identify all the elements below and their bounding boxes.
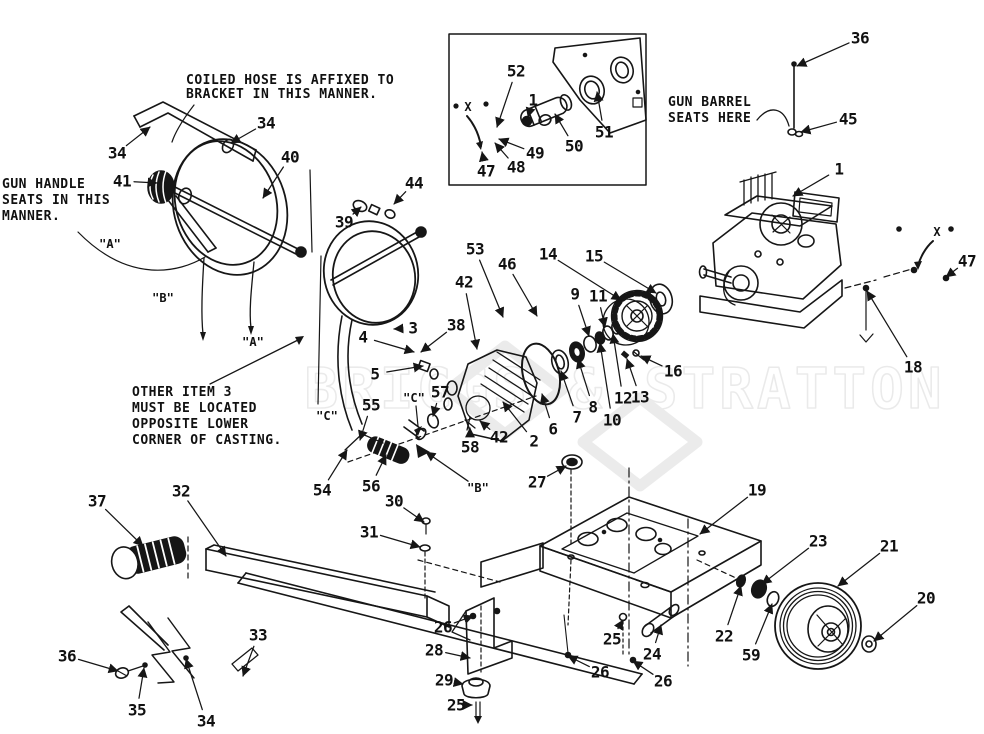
leader-line-7 — [559, 370, 574, 407]
leader-line-57 — [430, 402, 441, 417]
leader-line-8 — [576, 358, 591, 397]
leader-line-4 — [373, 339, 415, 355]
watermark: BRIGGS & STRATTON — [304, 340, 945, 492]
leader-line-13 — [625, 358, 637, 387]
leader-line-53 — [478, 259, 505, 318]
leader-line-45 — [800, 121, 838, 135]
wheel-assembly — [696, 559, 877, 670]
base-plate — [419, 454, 762, 667]
leader-line-9 — [578, 304, 591, 337]
gun-handle-assembly — [77, 101, 257, 341]
leader-line-52 — [495, 81, 513, 128]
leader-line-26 — [567, 655, 590, 668]
leaf-spring — [114, 605, 259, 684]
leader-line-48 — [494, 142, 509, 159]
gun-barrel-rod — [756, 61, 804, 138]
leader-line-47 — [945, 267, 959, 278]
leader-line-12 — [609, 333, 622, 387]
leader-line-27 — [546, 465, 567, 477]
leader-line-14 — [557, 259, 622, 301]
leader-line-18 — [866, 290, 908, 358]
leader-line-56 — [375, 454, 387, 476]
leader-line-34 — [184, 658, 203, 711]
grommet — [561, 454, 583, 470]
handle-grip — [110, 536, 187, 580]
leader-line-33 — [241, 645, 255, 677]
leader-line-42 — [479, 420, 491, 431]
leader-line-39 — [350, 206, 362, 217]
leader-line-B — [425, 451, 469, 482]
leader-line-50 — [554, 113, 569, 137]
leader-line-46 — [512, 273, 538, 317]
leader-line-26 — [632, 660, 654, 675]
leader-line-32 — [187, 500, 227, 557]
right-datum-mark — [896, 226, 954, 282]
leader-line-29 — [452, 677, 464, 688]
inset-detail-box — [448, 33, 647, 186]
leader-line-6 — [540, 393, 551, 419]
leader-line-1 — [525, 106, 536, 118]
leader-line-44 — [393, 191, 407, 205]
leader-line-20 — [873, 604, 918, 642]
leader-line-36 — [796, 42, 850, 67]
leader-line-54 — [327, 449, 348, 481]
leader-line-47 — [478, 151, 489, 163]
leader-line-26 — [453, 614, 474, 624]
leader-line-30 — [403, 507, 425, 523]
leader-line-21 — [837, 552, 881, 587]
axle-pin — [641, 603, 680, 638]
leader-line-1 — [792, 174, 830, 197]
leader-line-34 — [230, 128, 257, 144]
leader-line-40 — [262, 166, 285, 199]
leader-line-34 — [125, 126, 151, 147]
leader-line-35 — [137, 667, 148, 699]
leader-line-38 — [420, 331, 448, 353]
leader-line-42 — [465, 293, 481, 350]
leader-line-24 — [653, 624, 664, 644]
handle-frame — [187, 536, 643, 685]
leader-line-2 — [502, 401, 528, 433]
leader-line-37 — [104, 508, 144, 547]
leader-line-5 — [386, 362, 424, 373]
leader-line-11 — [598, 307, 608, 328]
leader-line-36 — [77, 658, 119, 674]
leader-line-59 — [754, 603, 774, 645]
leader-line-51 — [593, 91, 604, 121]
leader-line-22 — [727, 585, 743, 626]
leader-line-55 — [358, 415, 369, 441]
second-hose-coil — [209, 169, 427, 431]
leader-lines — [77, 42, 959, 711]
leader-line-10 — [596, 342, 611, 409]
coiled-hose — [164, 138, 307, 276]
engine-assembly — [698, 171, 918, 343]
leader-line-41 — [133, 177, 158, 188]
leader-line-25 — [613, 619, 624, 631]
leader-line-23 — [761, 547, 810, 585]
leader-line-16 — [640, 355, 663, 367]
check-valve-grip — [367, 436, 410, 464]
leader-line-15 — [603, 261, 657, 294]
leader-line-28 — [445, 651, 471, 661]
leader-line-19 — [699, 496, 749, 535]
leader-line-49 — [498, 137, 525, 150]
watermark-text: BRIGGS & STRATTON — [304, 357, 945, 422]
leader-line-31 — [379, 534, 421, 550]
